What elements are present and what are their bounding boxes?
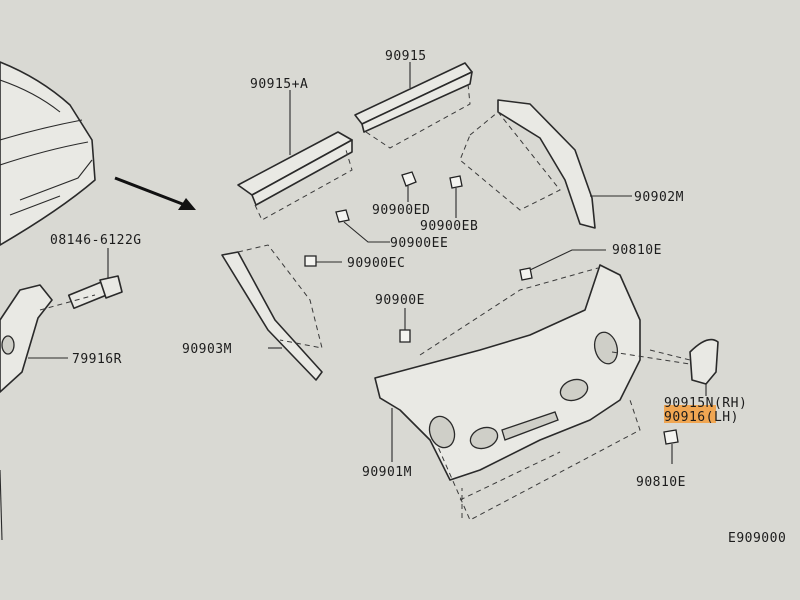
label-90915-plus-a: 90915+A [250,77,308,92]
clip-90900EC [304,255,342,267]
label-90810E-bottom: 90810E [636,475,686,490]
clip-90810E-top [519,249,606,281]
figure-code: E909000 [728,531,786,546]
label-90900ED: 90900ED [372,203,430,218]
label-90903M: 90903M [182,342,232,357]
label-90900E: 90900E [375,293,425,308]
label-08146-6122G: 08146-6122G [50,233,142,248]
clip-90810E-bottom [663,429,679,464]
label-90915: 90915 [385,49,427,64]
label-90900EB: 90900EB [420,219,478,234]
part-90903M [221,244,323,381]
label-90915N-RH: 90915N(RH) [664,396,747,411]
part-90915-plus-a [237,90,353,221]
part-90915N-90916 [611,338,719,396]
bracket-79916R [0,284,96,541]
label-79916R: 79916R [72,352,122,367]
label-90902M: 90902M [634,190,684,205]
clip-90900EE [335,209,390,243]
clip-90900E [399,308,411,343]
part-90901M [374,264,641,521]
direction-arrow [114,176,196,210]
bolt-08146 [67,248,123,310]
label-90900EE: 90900EE [390,236,448,251]
car-body-outline [0,61,96,246]
label-90901M: 90901M [362,465,412,480]
clip-90900EB [449,175,463,218]
part-90902M [459,99,632,229]
part-90915 [354,62,473,149]
label-90916-LH: 90916(LH) [664,410,739,425]
label-90810E-top: 90810E [612,243,662,258]
clip-90900ED [401,171,417,202]
label-90900EC: 90900EC [347,256,405,271]
highlight-mark [664,405,716,423]
